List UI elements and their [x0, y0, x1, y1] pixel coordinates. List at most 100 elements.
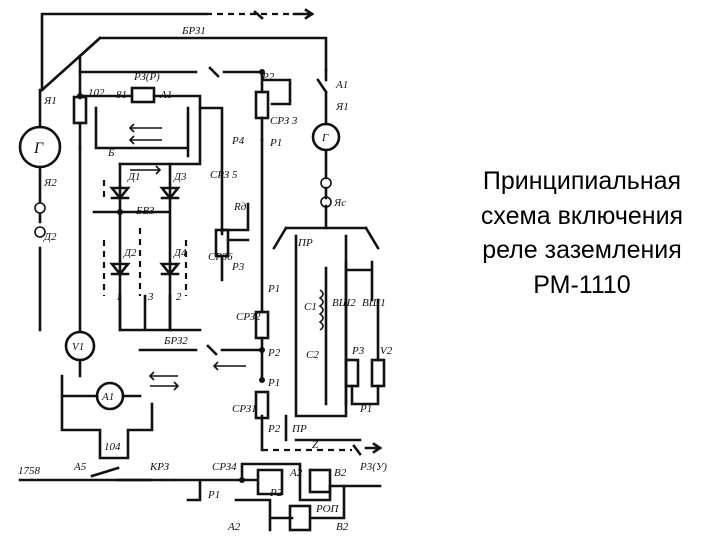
coil-vsh2	[318, 289, 324, 331]
label-pr: ПР	[297, 237, 313, 249]
label-r3-b: Р3	[351, 345, 365, 357]
diode-d3	[159, 186, 181, 201]
label-srz3: СРЗ 3	[270, 115, 298, 127]
arrow-bottom-left	[148, 371, 178, 381]
wire-inner-loop	[94, 106, 190, 158]
resistor-srz1	[254, 390, 270, 420]
label-d2: Д2	[123, 247, 137, 259]
label-r3: Р3	[231, 261, 245, 273]
label-a2: А2	[289, 467, 303, 479]
wire-control-arrow	[352, 442, 383, 456]
label-term-1: 1	[116, 291, 122, 303]
label-bvz: БВЗ	[135, 205, 155, 217]
label-srz6: СРЗ6	[208, 251, 233, 263]
label-term-3: 3	[147, 291, 154, 303]
label-102: 102	[88, 87, 105, 99]
label-a1-top: А1	[335, 79, 348, 91]
label-term-2: 2	[176, 291, 182, 303]
label-c2: С2	[306, 349, 319, 361]
label-r1-c: Р1	[359, 403, 372, 415]
diode-d1	[109, 186, 131, 201]
label-ya1-right: Я1	[335, 101, 349, 113]
label-b: Б	[107, 147, 115, 159]
label-a1-mid: А1	[159, 89, 172, 101]
label-r2-e: Р2	[269, 487, 283, 499]
diagram-caption: Принципиальная схема включения реле зазе…	[452, 164, 712, 302]
terminal-d2	[34, 226, 46, 238]
label-d1: Д1	[127, 171, 141, 183]
label-srz5: СРЗ 5	[210, 169, 238, 181]
diode-d2	[109, 262, 131, 277]
switch-a5	[90, 466, 152, 482]
label-81: 81	[116, 89, 127, 101]
arrow-inner-right	[130, 165, 162, 175]
arrow-mid-left	[212, 361, 246, 371]
label-d3: Д3	[173, 171, 187, 183]
wire-right-gen	[316, 68, 328, 230]
caption-line-1: Принципиальная	[482, 167, 682, 195]
label-a2-b: А2	[227, 521, 241, 533]
label-r3u: Р3(У)	[359, 461, 387, 473]
wire-top-arrow	[253, 8, 315, 20]
relay-coil-r3u	[308, 468, 332, 494]
label-r1-a: Р1	[269, 137, 282, 149]
label-z-mark: Z	[312, 439, 319, 451]
resistor-v2	[370, 358, 386, 388]
label-srz4: СРЗ4	[212, 461, 237, 473]
label-r1-b: Р1	[267, 283, 280, 295]
caption-line-4: РМ-1110	[533, 270, 631, 299]
label-srz1: СРЗ1	[232, 403, 257, 415]
label-r2-mid: Р2	[267, 347, 281, 359]
wire-brz2-bus	[138, 344, 264, 356]
label-gen-left: Г	[33, 140, 44, 157]
wire-ammeter	[60, 374, 154, 460]
label-a1-meter: А1	[101, 391, 114, 403]
node-120-212	[117, 209, 123, 215]
wire-upper-bus	[78, 66, 264, 78]
wire-pr-block	[272, 226, 380, 418]
wire-rop	[234, 484, 346, 532]
label-v2: V2	[380, 345, 393, 357]
wire-srz6	[220, 202, 250, 282]
arrow-inner-left-2	[128, 135, 162, 145]
label-vsh1: ВШ1	[362, 297, 386, 309]
relay-coil-rz	[130, 86, 156, 104]
wire-terminals-132	[118, 294, 202, 332]
arrow-inner-left	[128, 123, 162, 133]
label-ya1-left: Я1	[43, 95, 57, 107]
label-a5: А5	[73, 461, 87, 473]
node-80-96	[77, 93, 83, 99]
node-262-350	[259, 347, 265, 353]
label-yas: Яс	[333, 197, 346, 209]
label-rd: Rд	[233, 201, 247, 213]
resistor-srz2	[254, 310, 270, 340]
label-brz1: БРЗ1	[181, 25, 206, 37]
label-b2-b: В2	[336, 521, 349, 533]
resistor-r3-b	[344, 358, 360, 388]
terminal-ya2	[34, 202, 46, 214]
node-242-480	[239, 477, 245, 483]
wire-diode-dashes	[102, 180, 188, 296]
label-d4: Д4	[173, 247, 187, 259]
label-b2: В2	[334, 467, 347, 479]
label-r1-d: Р1	[267, 377, 280, 389]
wire-pr-bottom	[284, 298, 380, 442]
arrow-bottom-left-2	[150, 381, 180, 391]
resistor-102	[72, 95, 88, 125]
caption-line-2: схема включения	[480, 201, 684, 230]
label-v1: V1	[72, 341, 84, 353]
label-r2-top: Р2	[261, 71, 275, 83]
label-r4: Р4	[231, 135, 245, 147]
label-rop: РОП	[315, 503, 340, 515]
label-r2-low: Р2	[267, 423, 281, 435]
label-gen-right: Г	[321, 132, 329, 144]
wire-left-diagonal	[40, 36, 102, 92]
node-262-72	[259, 69, 265, 75]
diode-d4	[159, 262, 181, 277]
caption-line-3: реле заземления	[482, 236, 682, 264]
label-brz2: БРЗ2	[163, 335, 188, 347]
label-ya2: Я2	[43, 177, 57, 189]
relay-coil-rop	[288, 504, 312, 532]
wire-diode-bridge	[92, 162, 172, 332]
